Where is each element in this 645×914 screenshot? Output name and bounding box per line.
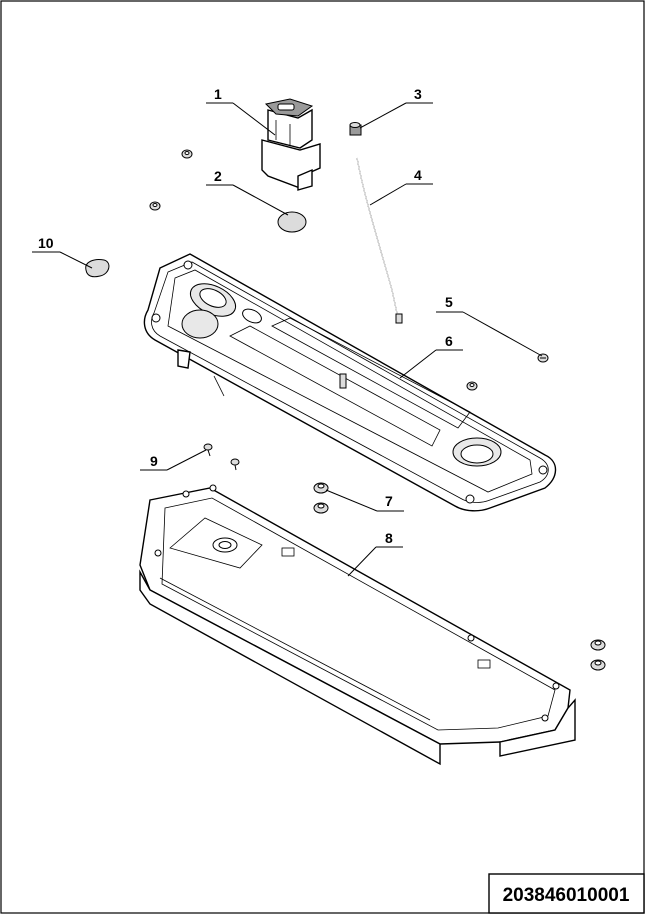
round-cap-part (277, 211, 307, 233)
callout-7-label: 7 (385, 493, 393, 509)
push-rivet-part (313, 482, 606, 671)
console-tray-part (143, 253, 557, 512)
switch-part (261, 98, 321, 191)
callout-5-label: 5 (445, 294, 453, 310)
callout-4-label: 4 (414, 167, 422, 183)
callout-6-label: 6 (445, 333, 453, 349)
screw-part (537, 353, 549, 363)
drawing-code-box (488, 873, 645, 914)
washer-parts (149, 149, 478, 391)
drawing-code: 203846010001 (503, 885, 630, 906)
callout-1-label: 1 (214, 86, 222, 102)
wire-part (356, 157, 403, 324)
callout-10-label: 10 (38, 235, 54, 251)
teardrop-pad-part (85, 259, 110, 278)
callout-9-label: 9 (150, 453, 158, 469)
callout-8-label: 8 (385, 530, 393, 546)
callout-3-label: 3 (414, 86, 422, 102)
bracket-frame-part (139, 484, 576, 766)
callout-leaders (32, 102, 543, 577)
small-nut-part (349, 122, 362, 136)
small-screw-part (203, 443, 240, 471)
callout-2-label: 2 (214, 168, 222, 184)
